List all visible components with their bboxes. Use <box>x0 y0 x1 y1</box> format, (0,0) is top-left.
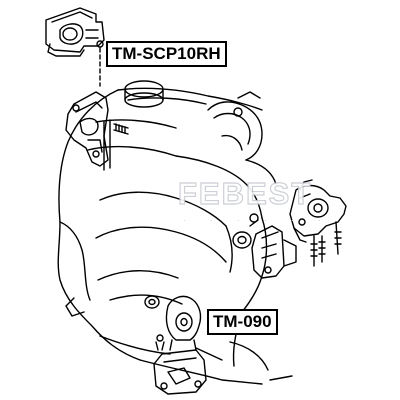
lower-mount-drawing <box>144 295 207 395</box>
engine-block-outline <box>57 80 293 385</box>
rh-mount-drawing <box>45 7 105 57</box>
febest-watermark: FEBEST <box>177 175 313 211</box>
part-label-tm-scp10rh: TM-SCP10RH <box>106 41 227 67</box>
part-label-tm-090: TM-090 <box>207 309 278 335</box>
side-mount-drawing <box>232 179 347 279</box>
watermark-dots: . . . . . . <box>183 213 332 223</box>
upper-bracket-drawing <box>65 91 129 167</box>
